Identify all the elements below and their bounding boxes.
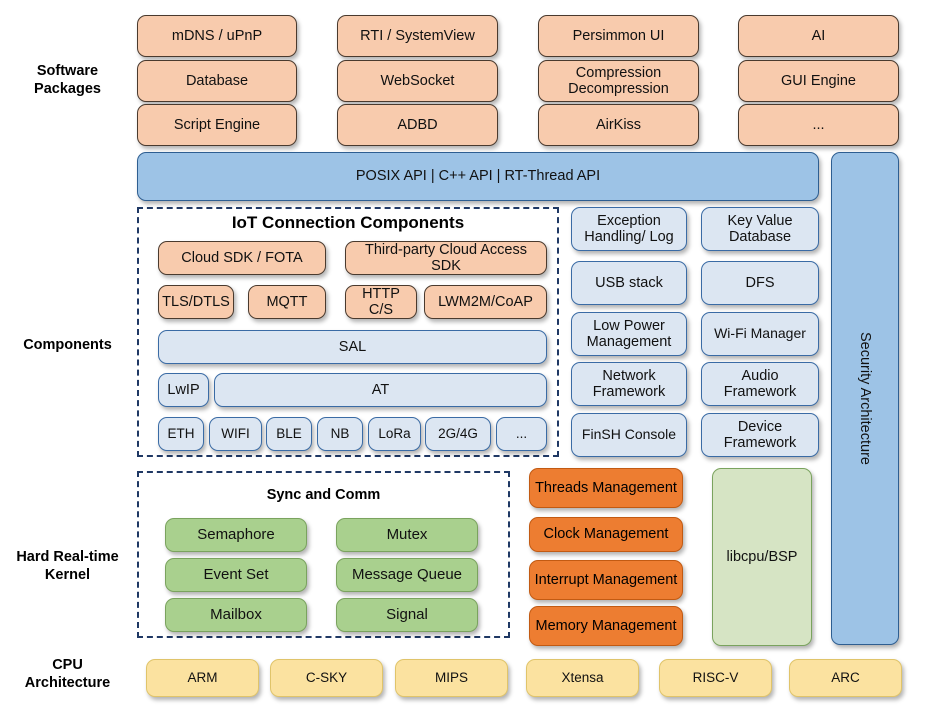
row-label-software-packages-line1: Software bbox=[36, 63, 99, 79]
kernel-mailbox[interactable]: Mailbox bbox=[165, 598, 307, 632]
row-label-software-packages: Software Packages bbox=[0, 62, 135, 98]
component-network-framework[interactable]: Network Framework bbox=[571, 362, 687, 406]
kernel-interrupt-management[interactable]: Interrupt Management bbox=[529, 560, 683, 600]
row-label-cpu-line1: CPU bbox=[52, 657, 83, 673]
iot-at[interactable]: AT bbox=[214, 373, 547, 407]
software-package-websocket[interactable]: WebSocket bbox=[337, 60, 498, 102]
api-bar[interactable]: POSIX API | C++ API | RT-Thread API bbox=[137, 152, 819, 201]
component-audio-framework[interactable]: Audio Framework bbox=[701, 362, 819, 406]
cpu-arch-xtensa[interactable]: Xtensa bbox=[526, 659, 639, 697]
component-finsh-console[interactable]: FinSH Console bbox=[571, 413, 687, 457]
software-package-persimmon-ui[interactable]: Persimmon UI bbox=[538, 15, 699, 57]
cpu-arch-risc-v[interactable]: RISC-V bbox=[659, 659, 772, 697]
kernel-message-queue[interactable]: Message Queue bbox=[336, 558, 478, 592]
software-package-gui-engine[interactable]: GUI Engine bbox=[738, 60, 899, 102]
cpu-arch-arc[interactable]: ARC bbox=[789, 659, 902, 697]
iot-link-lora[interactable]: LoRa bbox=[368, 417, 421, 451]
component-key-value-database[interactable]: Key Value Database bbox=[701, 207, 819, 251]
iot-connection-components-title: IoT Connection Components bbox=[231, 213, 465, 232]
cpu-arch-mips[interactable]: MIPS bbox=[395, 659, 508, 697]
iot-sal[interactable]: SAL bbox=[158, 330, 547, 364]
iot-mqtt[interactable]: MQTT bbox=[248, 285, 326, 319]
cpu-arch-arm[interactable]: ARM bbox=[146, 659, 259, 697]
software-package-compression-decompression[interactable]: Compression Decompression bbox=[538, 60, 699, 102]
iot-link-ble[interactable]: BLE bbox=[266, 417, 312, 451]
row-label-kernel-line1: Hard Real-time bbox=[16, 549, 119, 565]
software-package-airkiss[interactable]: AirKiss bbox=[538, 104, 699, 146]
row-label-software-packages-line2: Packages bbox=[34, 81, 101, 98]
component-usb-stack[interactable]: USB stack bbox=[571, 261, 687, 305]
sync-and-comm-frame bbox=[137, 471, 510, 638]
component-device-framework[interactable]: Device Framework bbox=[701, 413, 819, 457]
kernel-threads-management[interactable]: Threads Management bbox=[529, 468, 683, 508]
software-package-more[interactable]: ... bbox=[738, 104, 899, 146]
security-architecture-bar[interactable]: Security Architecture bbox=[831, 152, 899, 645]
iot-third-party-cloud-access-sdk[interactable]: Third-party Cloud Access SDK bbox=[345, 241, 547, 275]
sync-and-comm-title: Sync and Comm bbox=[266, 487, 381, 503]
component-exception-handling-log[interactable]: Exception Handling/ Log bbox=[571, 207, 687, 251]
cpu-arch-c-sky[interactable]: C-SKY bbox=[270, 659, 383, 697]
iot-link-more[interactable]: ... bbox=[496, 417, 547, 451]
software-package-ai[interactable]: AI bbox=[738, 15, 899, 57]
component-low-power-management[interactable]: Low Power Management bbox=[571, 312, 687, 356]
software-package-mdns-upnp[interactable]: mDNS / uPnP bbox=[137, 15, 297, 57]
kernel-memory-management[interactable]: Memory Management bbox=[529, 606, 683, 646]
row-label-kernel-line2: Kernel bbox=[44, 567, 91, 584]
iot-http-cs[interactable]: HTTP C/S bbox=[345, 285, 417, 319]
kernel-clock-management[interactable]: Clock Management bbox=[529, 517, 683, 552]
software-package-script-engine[interactable]: Script Engine bbox=[137, 104, 297, 146]
kernel-mutex[interactable]: Mutex bbox=[336, 518, 478, 552]
kernel-semaphore[interactable]: Semaphore bbox=[165, 518, 307, 552]
kernel-event-set[interactable]: Event Set bbox=[165, 558, 307, 592]
software-package-adbd[interactable]: ADBD bbox=[337, 104, 498, 146]
iot-lwm2m-coap[interactable]: LWM2M/CoAP bbox=[424, 285, 547, 319]
row-label-cpu-line2: Architecture bbox=[24, 675, 111, 692]
software-package-rti-systemview[interactable]: RTI / SystemView bbox=[337, 15, 498, 57]
kernel-signal[interactable]: Signal bbox=[336, 598, 478, 632]
iot-tls-dtls[interactable]: TLS/DTLS bbox=[158, 285, 234, 319]
iot-lwip[interactable]: LwIP bbox=[158, 373, 209, 407]
iot-link-eth[interactable]: ETH bbox=[158, 417, 204, 451]
iot-link-wifi[interactable]: WIFI bbox=[209, 417, 262, 451]
row-label-kernel: Hard Real-time Kernel bbox=[0, 548, 135, 584]
component-wifi-manager[interactable]: Wi-Fi Manager bbox=[701, 312, 819, 356]
row-label-components: Components bbox=[23, 337, 112, 353]
iot-link-nb[interactable]: NB bbox=[317, 417, 363, 451]
iot-link-2g-4g[interactable]: 2G/4G bbox=[425, 417, 491, 451]
security-architecture-label: Security Architecture bbox=[857, 332, 874, 465]
iot-connection-components-frame bbox=[137, 207, 559, 457]
iot-cloud-sdk-fota[interactable]: Cloud SDK / FOTA bbox=[158, 241, 326, 275]
kernel-libcpu-bsp[interactable]: libcpu/BSP bbox=[712, 468, 812, 646]
software-package-database[interactable]: Database bbox=[137, 60, 297, 102]
component-dfs[interactable]: DFS bbox=[701, 261, 819, 305]
row-label-cpu-architecture: CPU Architecture bbox=[0, 656, 135, 692]
